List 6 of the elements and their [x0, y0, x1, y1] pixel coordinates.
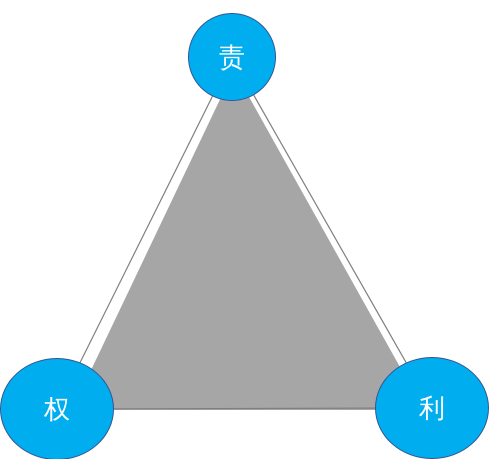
connector-line — [253, 94, 407, 363]
node-label: 利 — [419, 392, 445, 426]
connector-line — [80, 96, 213, 363]
connector-line — [114, 408, 375, 410]
node-label: 责 — [219, 42, 245, 74]
node-label: 权 — [44, 394, 70, 426]
